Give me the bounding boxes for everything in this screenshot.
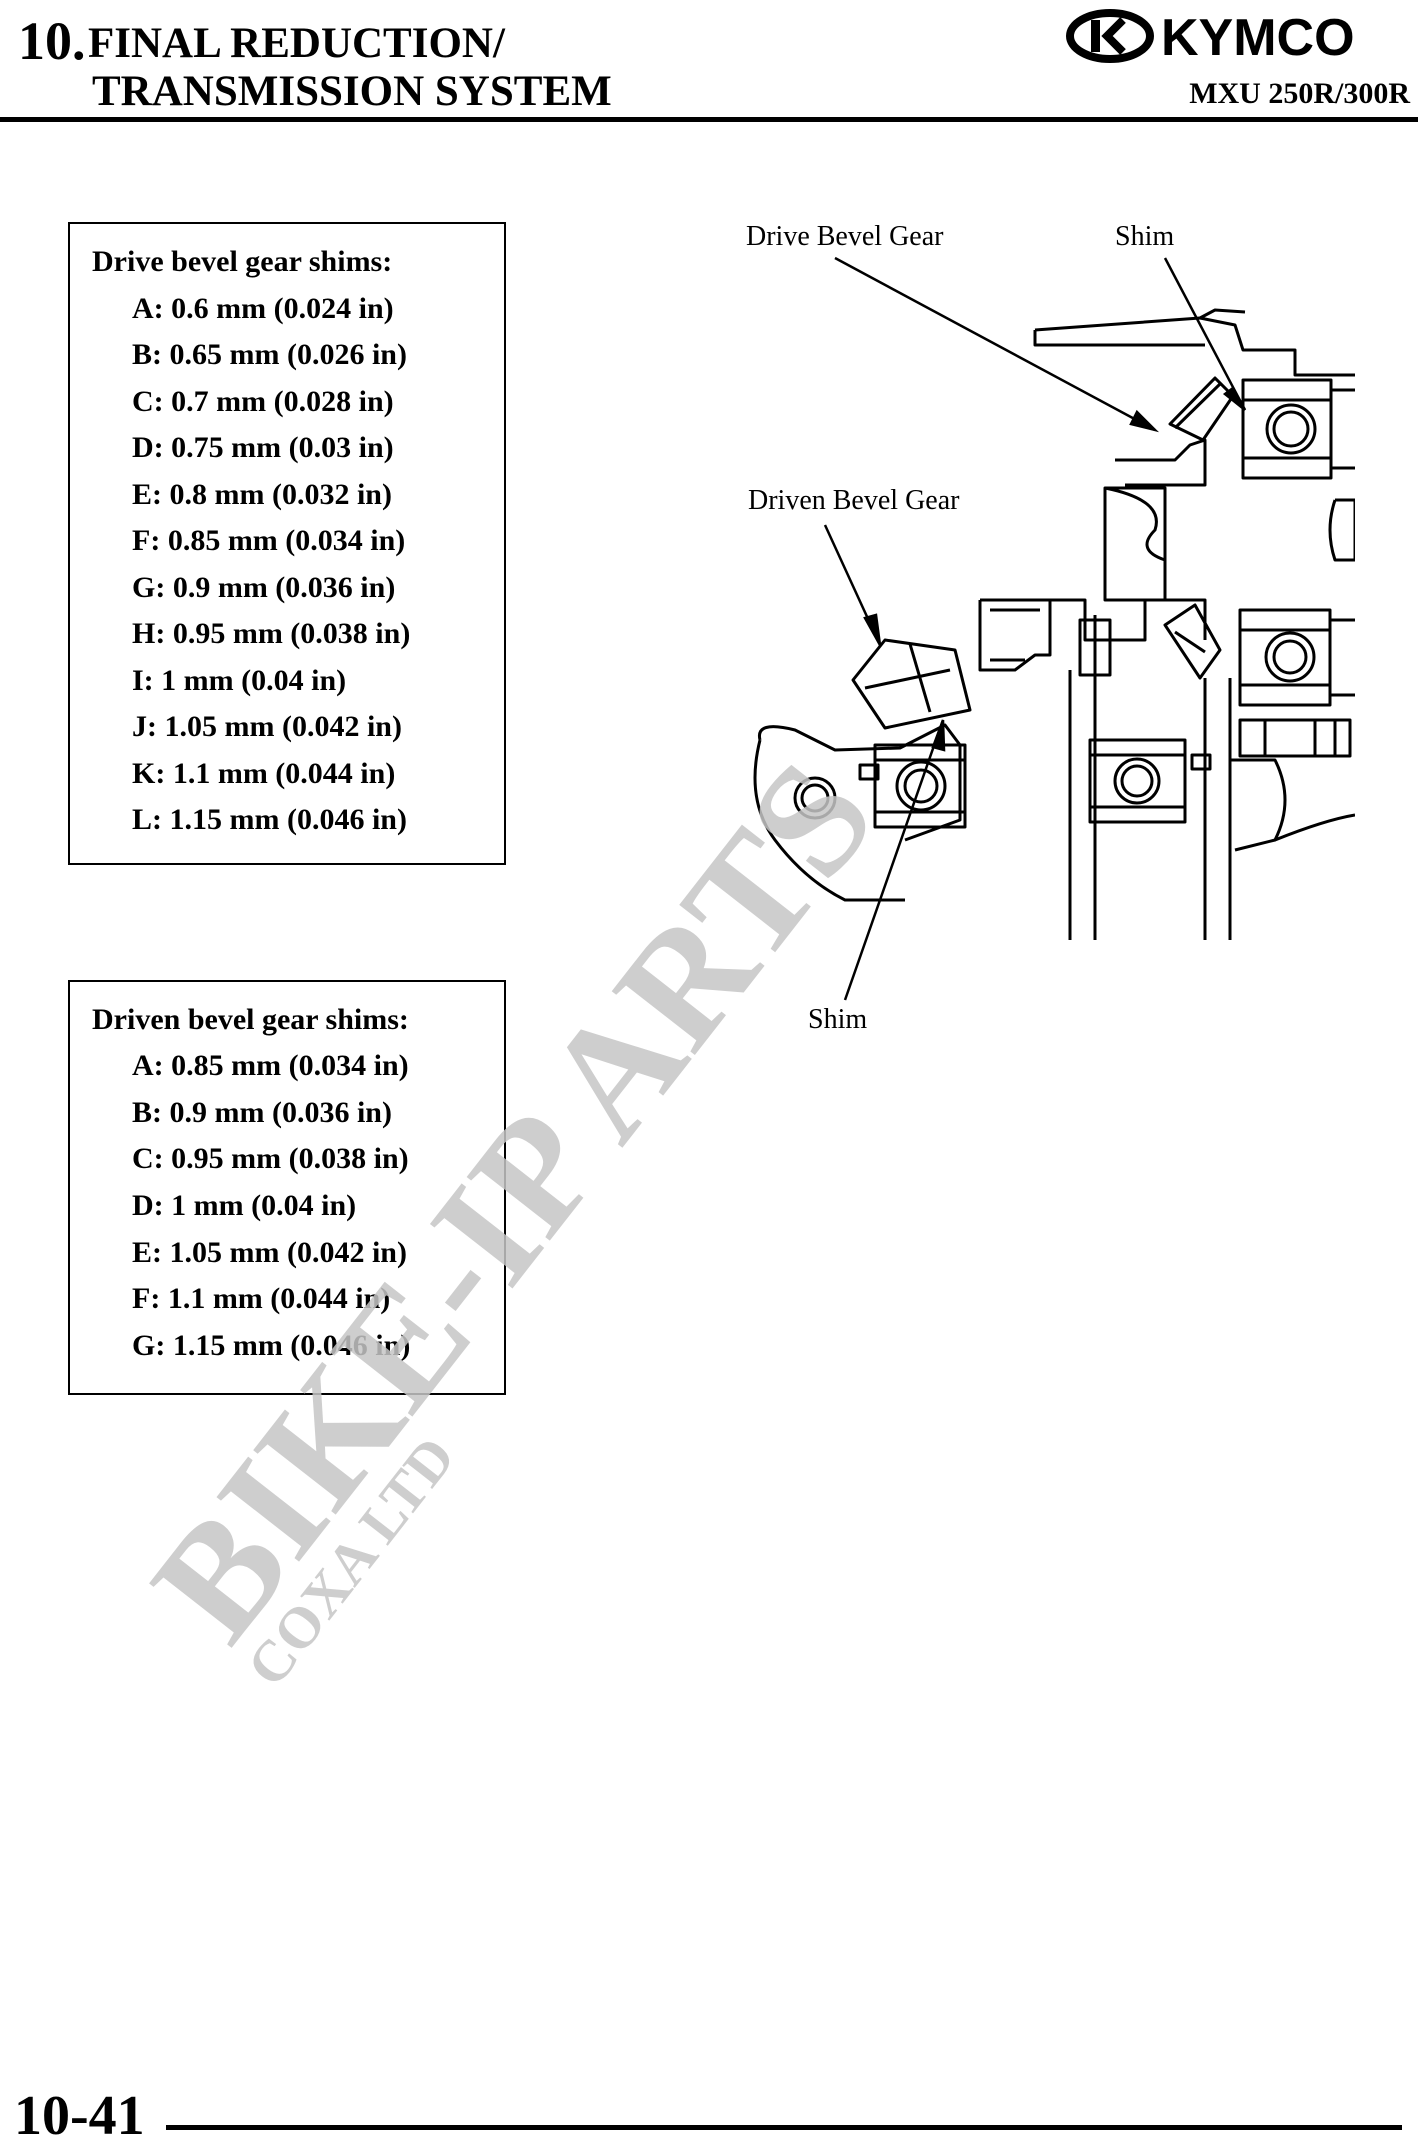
drive-shims-title: Drive bevel gear shims: — [92, 245, 393, 278]
drive-shim-item: B: 0.65 mm (0.026 in) — [132, 338, 407, 371]
page-number: 10-41 — [14, 2085, 145, 2147]
drive-bevel-gear-label: Drive Bevel Gear — [746, 221, 944, 252]
shim-label-bottom: Shim — [808, 1004, 868, 1035]
driven-shim-item: B: 0.9 mm (0.036 in) — [132, 1096, 392, 1129]
footer-rule — [166, 2125, 1402, 2130]
header-rule — [0, 117, 1418, 122]
drive-shim-item: E: 0.8 mm (0.032 in) — [132, 478, 392, 511]
drive-shim-item: J: 1.05 mm (0.042 in) — [132, 710, 402, 743]
drive-shim-item: L: 1.15 mm (0.046 in) — [132, 803, 407, 836]
drive-shim-item: K: 1.1 mm (0.044 in) — [132, 757, 396, 790]
drive-shim-item: D: 0.75 mm (0.03 in) — [132, 431, 394, 464]
gear-cross-section-drawing — [753, 256, 1355, 1001]
brand-name: KYMCO — [1161, 9, 1355, 64]
driven-shim-item: G: 1.15 mm (0.046 in) — [132, 1329, 411, 1362]
driven-shims-title: Driven bevel gear shims: — [92, 1003, 409, 1036]
drive-shim-item: G: 0.9 mm (0.036 in) — [132, 571, 396, 604]
bevel-gear-diagram: Drive Bevel Gear Shim Driven Bevel Gear … — [735, 200, 1355, 1070]
drive-shim-item: C: 0.7 mm (0.028 in) — [132, 385, 394, 418]
drive-shim-item: H: 0.95 mm (0.038 in) — [132, 617, 411, 650]
watermark-line2: COXA LTD — [234, 1425, 467, 1698]
drive-shim-item: F: 0.85 mm (0.034 in) — [132, 524, 406, 557]
chapter-title-line2: TRANSMISSION SYSTEM — [92, 68, 612, 115]
drive-shims-box: Drive bevel gear shims: A: 0.6 mm (0.024… — [68, 222, 506, 865]
driven-shim-item: F: 1.1 mm (0.044 in) — [132, 1282, 391, 1315]
kymco-logo: KYMCO — [1066, 9, 1355, 64]
driven-bevel-gear-label: Driven Bevel Gear — [748, 485, 960, 516]
chapter-title-line1: FINAL REDUCTION/ — [88, 20, 505, 67]
driven-shim-item: E: 1.05 mm (0.042 in) — [132, 1236, 407, 1269]
chapter-number: 10. — [18, 11, 86, 71]
driven-shim-item: D: 1 mm (0.04 in) — [132, 1189, 357, 1222]
driven-shim-item: C: 0.95 mm (0.038 in) — [132, 1142, 409, 1175]
driven-shims-box: Driven bevel gear shims: A: 0.85 mm (0.0… — [68, 980, 506, 1395]
shim-label-top: Shim — [1115, 221, 1175, 252]
drive-shim-item: I: 1 mm (0.04 in) — [132, 664, 347, 697]
driven-shim-item: A: 0.85 mm (0.034 in) — [132, 1049, 409, 1082]
drive-shim-item: A: 0.6 mm (0.024 in) — [132, 292, 394, 325]
model-name: MXU 250R/300R — [1189, 77, 1410, 110]
